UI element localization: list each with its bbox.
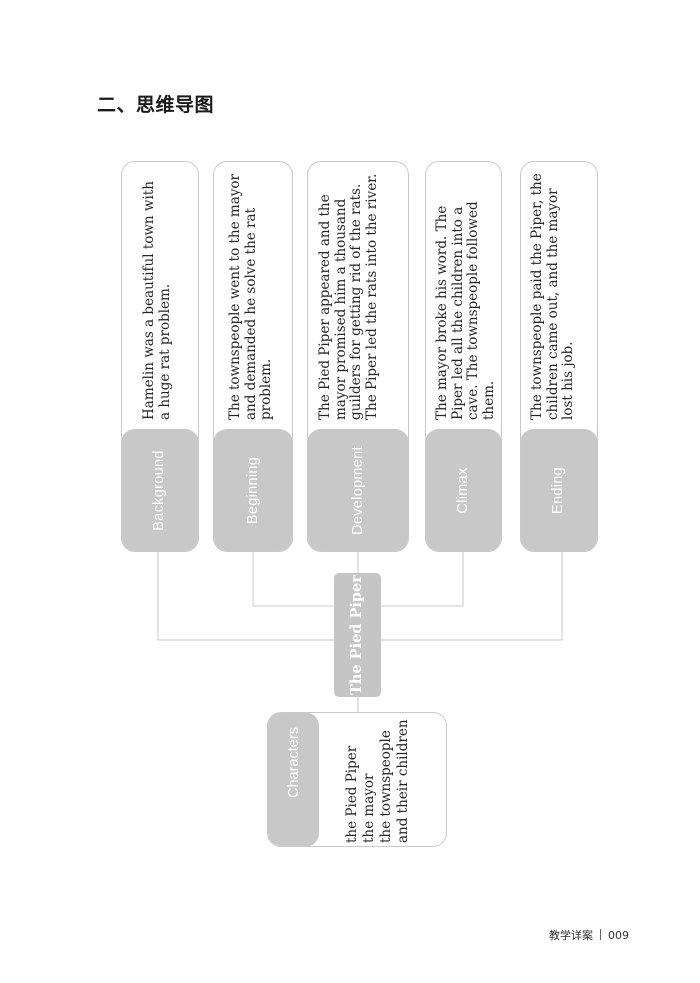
section-heading: 二、思维导图 [97,94,215,116]
stage-text: The Pied Piper appeared and the mayor pr… [317,173,380,420]
stage-text: The townspeople went to the mayor and de… [227,174,274,420]
stage-label-box: Beginning [214,429,292,551]
stage-label-box: Background [122,429,198,551]
stage-text: Hamelin was a beautiful town with a huge… [141,181,173,420]
character-item: and their children [395,719,411,843]
stage-text: The townspeople paid the Piper, the chil… [529,173,576,420]
stage-label: Development [350,446,366,535]
footer-divider [600,929,601,940]
stage-label: Ending [550,467,566,514]
stage-label-box: Ending [521,429,597,551]
center-title: The Pied Piper [348,575,365,695]
characters-card: Characters the Pied Piper the mayor the … [267,712,447,847]
stage-label: Climax [455,467,471,514]
stage-card-climax: The mayor broke his word. The Piper led … [425,161,502,552]
page-footer: 教学详案 009 [549,927,629,943]
characters-label-box: Characters [268,713,319,846]
stage-label: Beginning [245,456,261,525]
character-item: the Pied Piper [344,745,360,843]
stage-card-background: Hamelin was a beautiful town with a huge… [121,161,199,552]
characters-list: the Pied Piper the mayor the townspeople… [344,713,412,843]
page-number: 009 [608,929,629,942]
stage-text: The mayor broke his word. The Piper led … [434,201,497,420]
stage-label-box: Climax [426,429,501,551]
stage-card-development: The Pied Piper appeared and the mayor pr… [307,161,409,552]
center-title-box: The Pied Piper [334,573,381,697]
stage-label-box: Development [308,429,408,551]
character-item: the mayor [361,773,377,843]
characters-label: Characters [286,727,302,798]
stage-card-ending: The townspeople paid the Piper, the chil… [520,161,598,552]
character-item: the townspeople [378,730,394,843]
stage-card-beginning: The townspeople went to the mayor and de… [213,161,293,552]
stage-label: Background [151,450,167,531]
book-title: 教学详案 [549,929,593,942]
